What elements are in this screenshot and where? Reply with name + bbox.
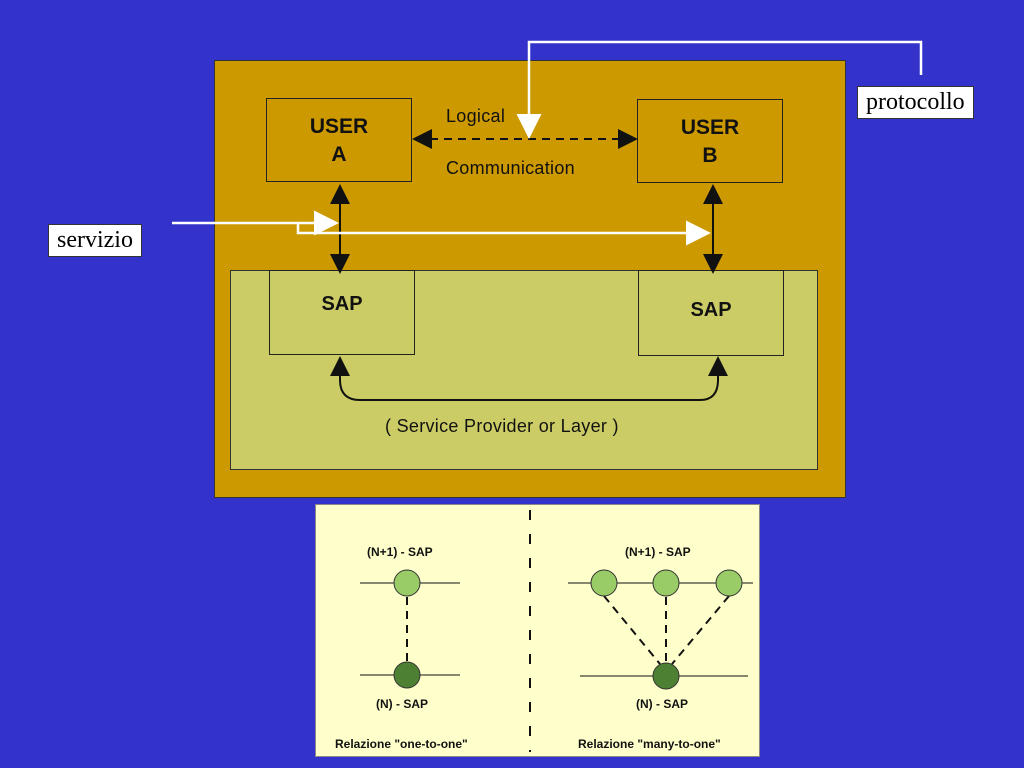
- service-provider-label: ( Service Provider or Layer ): [385, 416, 619, 436]
- many-to-one-link-right: [671, 595, 730, 665]
- protocollo-callout: protocollo: [857, 86, 974, 119]
- many-to-one-upper-label: (N+1) - SAP: [625, 545, 691, 559]
- user-b-line1: USER: [680, 116, 740, 139]
- user-a-line1: USER: [309, 115, 369, 138]
- sap-right-box: SAP: [638, 270, 784, 356]
- many-to-one-upper-sap-3: [715, 569, 743, 597]
- user-b-box: USER B: [637, 99, 783, 183]
- many-to-one-link-left: [603, 595, 661, 665]
- many-to-one-lower-label: (N) - SAP: [636, 697, 688, 711]
- one-to-one-caption: Relazione "one-to-one": [335, 737, 468, 751]
- one-to-one-lower-label: (N) - SAP: [376, 697, 428, 711]
- user-a-box: USER A: [266, 98, 412, 182]
- logical-label: Logical: [446, 106, 506, 126]
- user-a-line2: A: [331, 143, 347, 166]
- many-to-one-upper-sap-2: [652, 569, 680, 597]
- one-to-one-upper-label: (N+1) - SAP: [367, 545, 433, 559]
- sap-left-label: SAP: [321, 293, 363, 315]
- protocollo-pointer: [516, 40, 923, 139]
- user-b-line2: B: [702, 144, 718, 167]
- one-to-one-lower-sap: [393, 661, 421, 689]
- many-to-one-lower-sap: [652, 662, 680, 690]
- servizio-callout: servizio: [48, 224, 142, 257]
- many-to-one-caption: Relazione "many-to-one": [578, 737, 721, 751]
- provider-arrow: [330, 356, 728, 401]
- communication-label: Communication: [446, 158, 575, 178]
- servizio-pointer-b: [172, 220, 711, 246]
- sap-relations-panel: [315, 504, 760, 757]
- many-to-one-upper-sap-1: [590, 569, 618, 597]
- sap-right-label: SAP: [690, 299, 732, 321]
- one-to-one-upper-sap: [393, 569, 421, 597]
